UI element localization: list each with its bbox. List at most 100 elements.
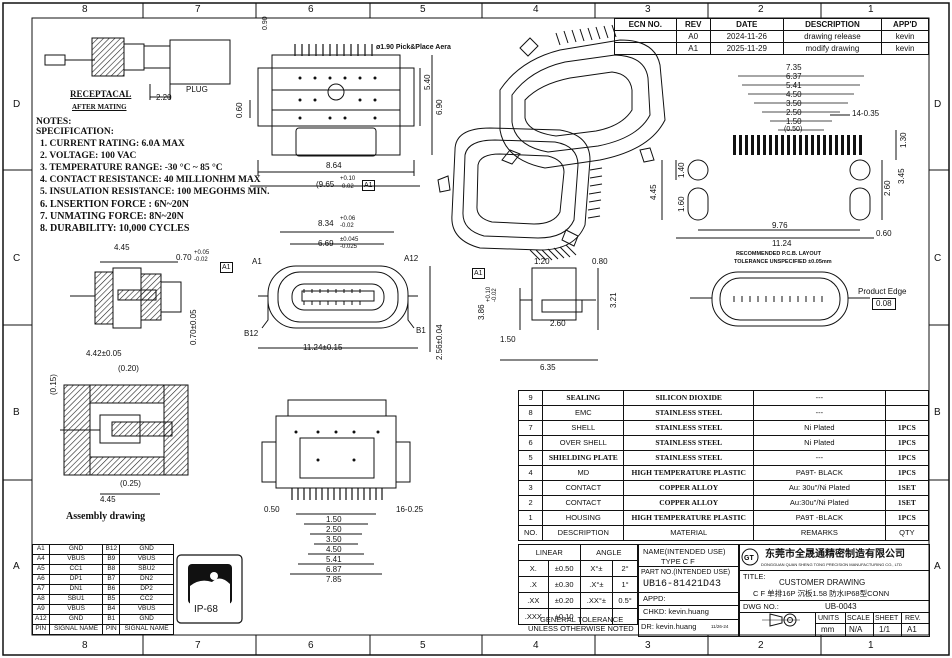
rev-header-appd: APP'D bbox=[881, 18, 929, 31]
dim-2-50-bv: 2.50 bbox=[326, 525, 342, 534]
spec-item: 4. CONTACT RESISTANCE: 40 MILLIONHM MAX bbox=[40, 175, 261, 185]
dim-16-0-25: 16-0.25 bbox=[396, 505, 424, 514]
table-row: 8 EMC STAINLESS STEEL --- bbox=[517, 405, 930, 421]
rev-header-desc: DESCRIPTION bbox=[782, 18, 883, 31]
zone-row-d: D bbox=[13, 99, 21, 110]
pcb-dim-2-60: 2.60 bbox=[883, 180, 892, 196]
pcb-dim-0-50: (0.50) bbox=[784, 126, 803, 133]
zone-col-6: 6 bbox=[308, 4, 314, 15]
table-row: 1 HOUSING HIGH TEMPERATURE PLASTIC PA9T … bbox=[517, 510, 930, 526]
dim-3-21: 3.21 bbox=[609, 292, 618, 308]
drawing-description: C F 单排16P 沉板1.58 防水IP68型CONN bbox=[753, 589, 890, 598]
dim-0-90: 0.90 bbox=[262, 16, 269, 30]
dim-0-25: (0.25) bbox=[120, 479, 141, 488]
notes-heading: NOTES: bbox=[36, 117, 72, 127]
dim-9-65-minus: -0.02 bbox=[340, 184, 354, 190]
dim-0-60: 0.60 bbox=[235, 102, 244, 118]
zone-col-2-bottom: 2 bbox=[758, 640, 764, 651]
pcb-dim-6-37: 6.37 bbox=[786, 72, 802, 81]
spec-heading: SPECIFICATION: bbox=[36, 127, 114, 137]
drawing-number: UB-0043 bbox=[825, 602, 857, 611]
pcb-dim-4-45: 4.45 bbox=[649, 184, 658, 200]
spec-item: 2. VOLTAGE: 100 VAC bbox=[40, 151, 137, 161]
pcb-dim-9-76: 9.76 bbox=[772, 221, 788, 230]
iso-view-bottom bbox=[437, 127, 603, 261]
company-logo: GT bbox=[741, 548, 759, 566]
table-row: A1 2025-11-29 modify drawing kevin bbox=[614, 42, 929, 55]
dim-9-65: (9.65 bbox=[316, 180, 335, 189]
dim-0-70: 0.70 bbox=[176, 253, 192, 262]
company-name-cn: 东莞市全晟通精密制造有限公司 bbox=[765, 549, 905, 560]
product-edge-outline bbox=[690, 271, 870, 327]
spec-item: 5. INSULATION RESISTANCE: 100 MEGOHMS MI… bbox=[40, 187, 270, 197]
unless-otherwise-noted: UNLESS OTHERWISE NOTED bbox=[528, 624, 634, 633]
dim-0-70-minus: -0.02 bbox=[194, 257, 208, 263]
table-row: .XX±0.20.XX°±0.5° bbox=[518, 592, 638, 609]
zone-row-c: C bbox=[13, 253, 21, 264]
mating-sketch bbox=[44, 37, 231, 100]
dim-6-35: 6.35 bbox=[540, 363, 556, 372]
dim-1-50-side: 1.50 bbox=[500, 335, 516, 344]
table-row: .X±0.30.X°±1° bbox=[518, 576, 638, 593]
dim-5-40: 5.40 bbox=[423, 74, 432, 90]
dim-0-70-plus: +0.05 bbox=[194, 250, 210, 256]
table-row: 3 CONTACT COPPER ALLOY Au: 30u"/Ni Plate… bbox=[517, 480, 930, 496]
dim-4-50-bv: 4.50 bbox=[326, 545, 342, 554]
zone-col-7-bottom: 7 bbox=[195, 640, 201, 651]
rev-header-ecn: ECN NO. bbox=[614, 18, 677, 31]
dim-8-34: 8.34 bbox=[318, 219, 334, 228]
pcb-title: RECOMMENDED P.C.B. LAYOUT bbox=[736, 251, 821, 257]
spec-item: 7. UNMATING FORCE: 8N~20N bbox=[40, 211, 184, 222]
zone-col-5: 5 bbox=[420, 4, 426, 15]
general-tolerance: GENERAL TOLERANCE bbox=[540, 615, 624, 624]
dim-9-65-plus: +0.10 bbox=[340, 176, 356, 182]
inner-frame bbox=[31, 17, 930, 636]
dim-4-45-assembly: 4.45 bbox=[100, 495, 116, 504]
dim-8-34-plus: +0.06 bbox=[340, 216, 356, 222]
small-side-view bbox=[500, 267, 599, 361]
front-view bbox=[258, 231, 431, 352]
table-row: 4 MD HIGH TEMPERATURE PLASTIC PA9T- BLAC… bbox=[517, 465, 930, 481]
spec-item: 1. CURRENT RATING: 6.0A MAX bbox=[40, 139, 185, 149]
rev-triangle-a1: A1 bbox=[362, 180, 375, 191]
pick-place-label: ø1.90 Pick&Place Aera bbox=[376, 44, 451, 51]
plug-label: PLUG bbox=[186, 85, 208, 94]
zone-col-8-bottom: 8 bbox=[82, 640, 88, 651]
dim-0-70-vertical: 0.70±0.05 bbox=[189, 309, 198, 345]
zone-col-7: 7 bbox=[195, 4, 201, 15]
dim-7-85-bv: 7.85 bbox=[326, 575, 342, 584]
dim-6-90: 6.90 bbox=[435, 99, 444, 115]
top-view bbox=[249, 44, 433, 187]
rev-triangle-side: A1 bbox=[220, 262, 233, 273]
pcb-dim-1-30: 1.30 bbox=[899, 132, 908, 148]
dim-0-15: (0.15) bbox=[49, 374, 58, 395]
pcb-dim-4-50: 4.50 bbox=[786, 90, 802, 99]
pcb-dim-1-40: 1.40 bbox=[677, 162, 686, 178]
spec-item: 8. DURABILITY: 10,000 CYCLES bbox=[40, 223, 190, 234]
dim-4-42: 4.42±0.05 bbox=[86, 349, 122, 358]
company-block: 东莞市全晟通精密制造有限公司 DONGGUAN QUAN SHENG TONG … bbox=[738, 544, 930, 637]
zone-col-6-bottom: 6 bbox=[308, 640, 314, 651]
dim-1-20: 1.20 bbox=[534, 257, 550, 266]
dim-0-50: 0.50 bbox=[264, 505, 280, 514]
zone-row-a: A bbox=[13, 561, 20, 572]
table-row: 9 SEALING SILICON DIOXIDE --- bbox=[517, 390, 930, 406]
spec-item: 3. TEMPERATURE RANGE: -30 °C ~ 85 °C bbox=[40, 163, 223, 173]
table-row: A0 2024-11-26 drawing release kevin bbox=[614, 30, 929, 43]
dim-1-50-bv: 1.50 bbox=[326, 515, 342, 524]
bom-header-row: NO. DESCRIPTION MATERIAL REMARKS QTY bbox=[517, 525, 930, 541]
assembly-drawing-label: Assembly drawing bbox=[66, 511, 146, 522]
ip68-label: IP-68 bbox=[194, 604, 218, 615]
dim-3-50-bv: 3.50 bbox=[326, 535, 342, 544]
dim-6-69: 6.69 bbox=[318, 239, 334, 248]
pcb-dim-11-24: 11.24 bbox=[772, 239, 792, 248]
bottom-view bbox=[261, 399, 411, 575]
name-block: NAME(INTENDED USE) TYPE C F PART NO.(INT… bbox=[638, 544, 740, 637]
